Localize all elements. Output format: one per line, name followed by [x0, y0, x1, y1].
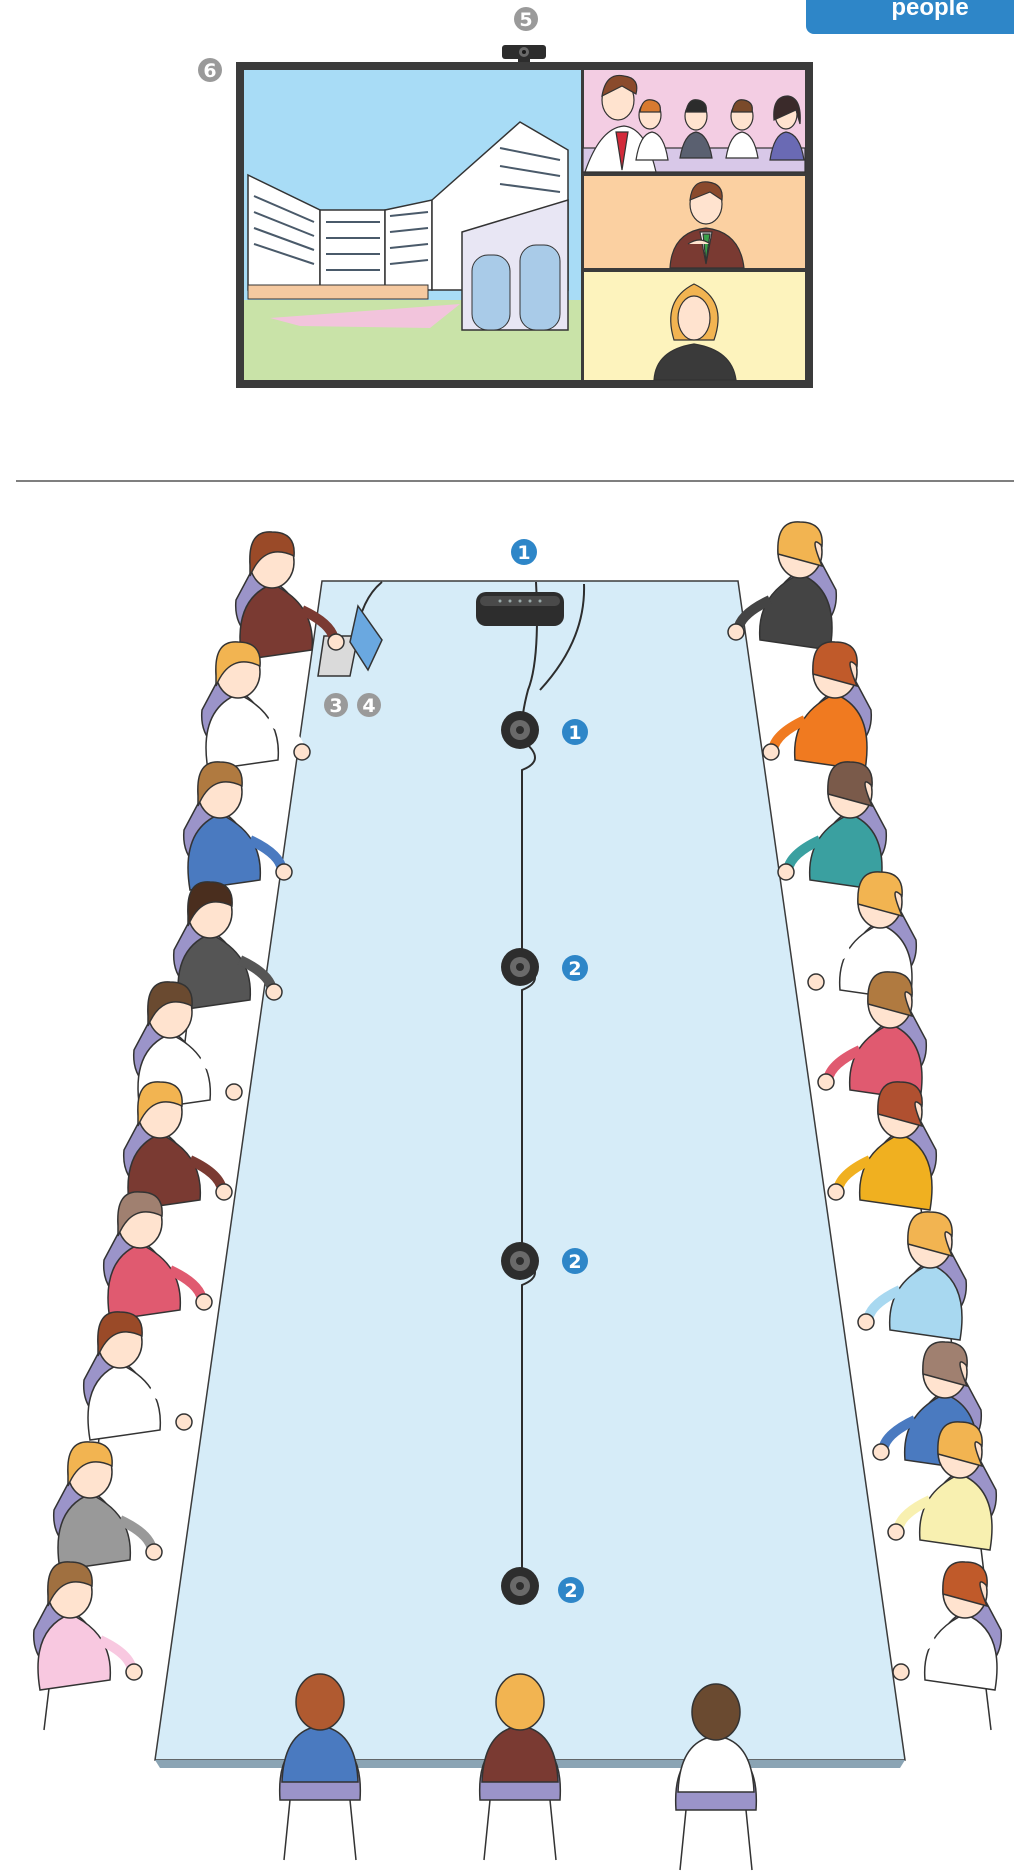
marker-laptop-a-label: 3	[329, 695, 342, 717]
marker-display: 6	[198, 58, 222, 82]
attendee	[34, 1562, 142, 1730]
marker-laptop-a: 3	[324, 693, 348, 717]
webcam-icon	[502, 45, 546, 63]
marker-camera-label: 5	[519, 9, 532, 31]
microphone-pod-icon	[501, 948, 539, 986]
microphone-pod-icon	[501, 1242, 539, 1280]
people-tab-label: people	[891, 0, 968, 21]
marker-mic-first-label: 1	[568, 722, 581, 744]
marker-display-label: 6	[203, 60, 216, 82]
marker-speaker-bar: 1	[511, 539, 537, 565]
marker-camera: 5	[514, 7, 538, 31]
marker-speaker-bar-label: 1	[517, 542, 530, 564]
speakerphone-icon	[476, 592, 564, 626]
marker-mic-expansion: 2	[558, 1577, 584, 1603]
marker-laptop-b-label: 4	[362, 695, 375, 717]
people-tab[interactable]: people	[806, 0, 1014, 34]
marker-mic-expansion-label: 2	[568, 1251, 581, 1273]
marker-mic-expansion: 2	[562, 955, 588, 981]
marker-mic-first: 1	[562, 719, 588, 745]
microphone-pod-icon	[501, 711, 539, 749]
video-display	[236, 62, 813, 388]
marker-mic-expansion-label: 2	[564, 1580, 577, 1602]
marker-laptop-b: 4	[357, 693, 381, 717]
attendee	[893, 1562, 1001, 1730]
marker-mic-expansion: 2	[562, 1248, 588, 1274]
microphone-pod-icon	[501, 1567, 539, 1605]
marker-mic-expansion-label: 2	[568, 958, 581, 980]
